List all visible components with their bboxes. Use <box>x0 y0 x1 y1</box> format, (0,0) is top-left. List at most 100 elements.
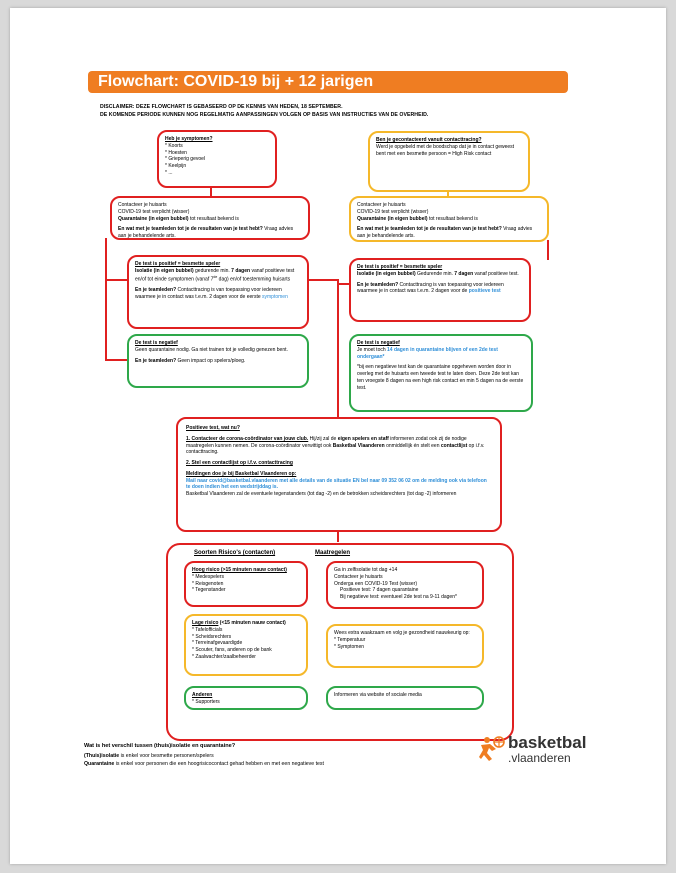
teammates-text-part: Contacttracing is van toepassing voor ie… <box>357 281 504 295</box>
step-1-title: 1. Contacteer de corona-coördinator van … <box>186 435 309 442</box>
teammates-label: En je teamleden? <box>135 286 177 293</box>
positive-title: De test is positief = besmette speler <box>357 264 443 270</box>
low-risk-label: Lage risico <box>192 620 219 626</box>
isolation-definition: is enkel voor besmette personen/spelers <box>119 753 214 759</box>
negative-text: Je moet toch 14 dagen in quarantaine bli… <box>357 347 525 361</box>
low-risk-title: Lage risico (<15 minuten nauw contact) <box>192 620 300 627</box>
connector-line <box>547 256 549 258</box>
isolation-days: 7 dagen <box>231 267 251 274</box>
other-risk-item: * Supporters <box>192 698 220 705</box>
question-text: Vraag advies aan je behandelende arts. <box>118 226 294 239</box>
isolation-days: 7 dagen <box>454 270 474 277</box>
positive-now-title: Positieve test, wat nu? <box>186 425 240 431</box>
symptom-item: * Keelpijn <box>165 163 187 169</box>
step-1: 1. Contacteer de corona-coördinator van … <box>186 436 492 456</box>
contact-tracing-box: Ben je gecontacteerd vanuit contacttraci… <box>368 131 530 192</box>
connector-line <box>105 359 127 361</box>
question-text: Vraag advies aan je behandelende arts. <box>357 226 533 239</box>
symptom-item: * Grieperig gevoel <box>165 156 206 163</box>
teammates-text-part: Geen impact op spelers/ploeg. <box>176 357 246 364</box>
question-label: En wat met je teamleden tot je de result… <box>118 226 263 233</box>
logo-word-2: .vlaanderen <box>508 751 571 765</box>
footer-quarantine: Quarantaine is enkel voor personen die e… <box>84 761 324 767</box>
negative-text-part: Je moet toch <box>357 346 388 353</box>
measure-line: Positieve test: 7 dagen quarantaine <box>340 587 419 594</box>
contact-text: Werd je opgebeld met de boodschap dat je… <box>376 143 515 157</box>
high-risk-item: * Tegenstander <box>192 587 226 594</box>
connector-line <box>105 279 127 281</box>
measure-line: Wees extra waakzaam en volg je gezondhei… <box>334 630 470 636</box>
low-risk-item: * Terreinafgevaardigde <box>192 640 243 647</box>
teammates-question: En wat met je teamleden tot je de result… <box>118 226 302 239</box>
measure-line: Informeren via website of sociale media <box>334 692 422 698</box>
other-risk-box: Anderen * Supporters <box>184 686 308 710</box>
disclaimer-line-1: DISCLAIMER: DEZE FLOWCHART IS GEBASEERD … <box>100 104 343 110</box>
connector-line <box>307 279 337 281</box>
disclaimer-line-2: DE KOMENDE PERIODE KUNNEN NOG REGELMATIG… <box>100 112 429 118</box>
basketbal-vlaanderen-logo: basketbal .vlaanderen <box>478 733 618 765</box>
low-risk-box: Lage risico (<15 minuten nauw contact) *… <box>184 614 308 676</box>
symptom-item: * Koorts <box>165 142 183 149</box>
isolation-text: Isolatie (in eigen bubbel) gedurende min… <box>135 268 301 283</box>
positive-now-box: Positieve test, wat nu? 1. Contacteer de… <box>176 417 502 532</box>
question-label: En wat met je teamleden tot je de result… <box>357 226 502 233</box>
isolation-text-part: dag) en/of toestemming huisarts <box>217 276 291 283</box>
high-risk-measures-box: Ga in zelfisolatie tot dag +14 Contactee… <box>326 561 484 609</box>
low-risk-item: * Zaalwachter/zaalbeheerder <box>192 653 256 660</box>
other-risk-title: Anderen <box>192 692 213 698</box>
left-huisarts-box: Contacteer je huisarts COVID-19 test ver… <box>110 196 310 240</box>
right-huisarts-box: Contacteer je huisarts COVID-19 test ver… <box>349 196 549 242</box>
right-negative-box: De test is negatief Je moet toch 14 dage… <box>349 334 533 412</box>
huisarts-line: COVID-19 test verplicht (wisser) <box>118 208 190 215</box>
isolation-text: Isolatie (in eigen bubbel) Gedurende min… <box>357 271 523 278</box>
right-positive-box: De test is positief = besmette speler Is… <box>349 258 531 322</box>
low-risk-item: * Tafelofficials <box>192 626 223 633</box>
isolation-label: Isolatie (in eigen bubbel) <box>357 270 416 277</box>
basketball-figure-icon <box>479 736 505 761</box>
left-negative-box: De test is negatief Geen quarantaine nod… <box>127 334 309 388</box>
step-2-title: 2. Stel een contactlijst op i.f.v. conta… <box>186 460 293 466</box>
measure-line: Bij negatieve test: eventueel 2de test n… <box>340 594 457 600</box>
step-1-text: eigen spelers en staff <box>337 435 389 442</box>
isolation-term: (Thuis)isolatie <box>84 753 120 759</box>
teammates-label: En je teamleden? <box>135 357 177 364</box>
measure-line: Contacteer je huisarts <box>334 573 383 580</box>
low-risk-item: * Scheidsrechters <box>192 633 232 640</box>
positive-title: De test is positief = besmette speler <box>135 261 221 267</box>
symptoms-box: Heb je symptomen? * Koorts * Hoesten * G… <box>157 130 277 188</box>
teammates-text-part: Contacttracing is van toepassing voor ie… <box>135 286 282 300</box>
negative-note: *bij een negatieve test kan de quarantai… <box>357 364 524 391</box>
superscript: de <box>213 274 218 279</box>
isolation-text-part: gedurende min. <box>193 267 232 274</box>
footer-isolation: (Thuis)isolatie is enkel voor besmette p… <box>84 753 214 759</box>
low-risk-label-rest: (<15 minuten nauw contact) <box>218 620 286 626</box>
risks-header-right: Maatregelen <box>315 550 351 556</box>
risks-header-left: Soorten Risico's (contacten) <box>194 550 276 556</box>
huisarts-line: Contacteer je huisarts <box>357 202 406 208</box>
quarantine-term: Quarantaine <box>84 761 115 767</box>
symptom-item: * Hoesten <box>165 149 187 156</box>
connector-line <box>337 532 339 542</box>
huisarts-line: Quarantaine (in eigen bubbel) tot result… <box>357 216 541 223</box>
connector-line <box>105 238 107 360</box>
symptoms-title: Heb je symptomen? <box>165 136 213 142</box>
logo-word-1: basketbal <box>508 733 587 752</box>
symptom-item: * ... <box>165 169 173 176</box>
teammates-text: En je teamleden? Contacttracing is van t… <box>135 287 301 301</box>
teammates-text: En je teamleden? Contacttracing is van t… <box>357 282 523 296</box>
high-risk-item: * Medespelers <box>192 573 224 580</box>
footer-question: Wat is het verschil tussen (thuis)isolat… <box>84 743 236 749</box>
teammates-question: En wat met je teamleden tot je de result… <box>357 226 541 240</box>
measure-line: * Temperatuur <box>334 636 366 643</box>
step-1-text: contactlijst <box>440 442 468 449</box>
isolation-text-part: vanaf positieve test. <box>473 270 519 277</box>
measure-line: Ga in zelfisolatie tot dag +14 <box>334 567 398 573</box>
quarantine-label: Quarantaine (in eigen bubbel) <box>357 215 428 222</box>
step-1-text: Basketbal Vlaanderen <box>332 442 385 449</box>
other-risk-measures-box: Informeren via website of sociale media <box>326 686 484 710</box>
isolation-text-part: vanaf positieve test en/of tot einde sym… <box>135 267 295 283</box>
isolation-text-part: Gedurende min. <box>415 270 455 277</box>
quarantine-text: tot resultaat bekend is <box>188 215 239 222</box>
connector-line <box>210 188 212 196</box>
report-text: Mail naar covid@basketbal.vlaanderen met… <box>186 477 487 491</box>
